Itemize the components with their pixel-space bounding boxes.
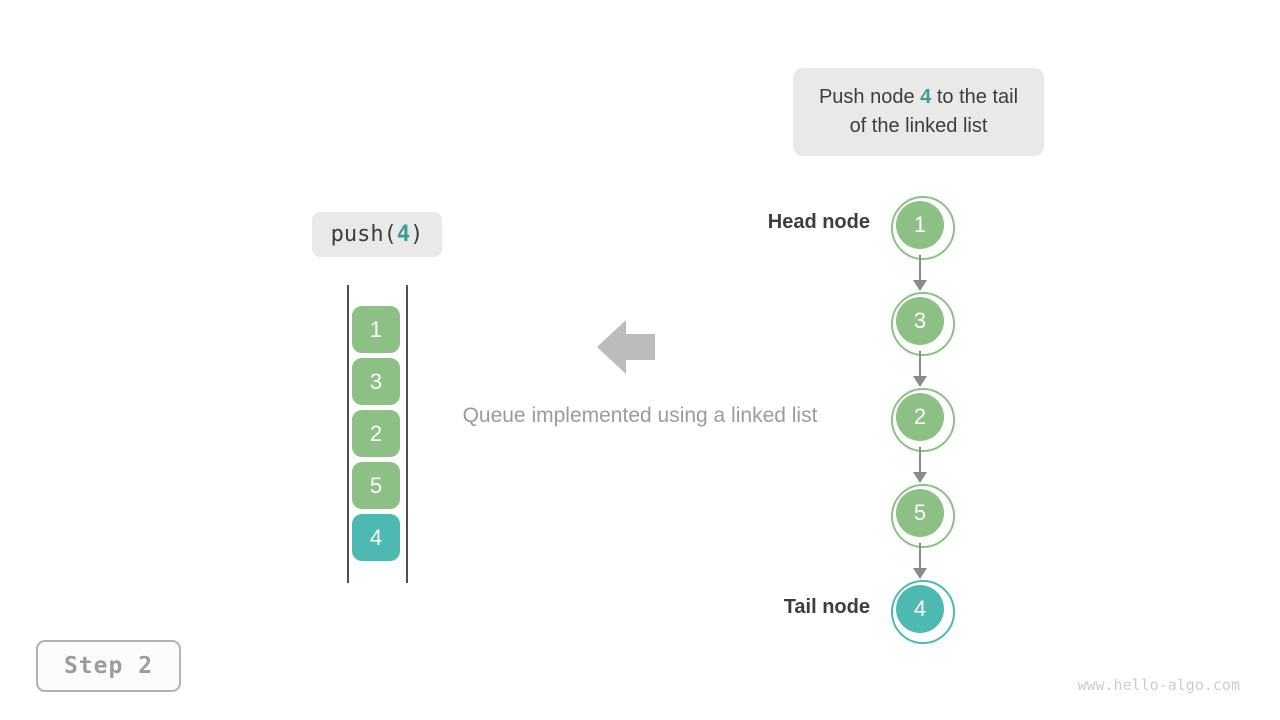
queue-cell: 5	[352, 462, 400, 509]
link-arrow-line	[919, 543, 921, 570]
list-node: 3	[891, 292, 955, 356]
diagram-caption: Queue implemented using a linked list	[462, 404, 818, 427]
list-node: 5	[891, 484, 955, 548]
link-arrow-line	[919, 447, 921, 474]
list-node-value: 2	[896, 393, 944, 441]
link-arrow-head-icon	[913, 376, 927, 387]
list-node: 1	[891, 196, 955, 260]
list-node: 2	[891, 388, 955, 452]
link-arrow-line	[919, 255, 921, 282]
link-arrow-head-icon	[913, 568, 927, 579]
operation-suffix: )	[410, 222, 424, 247]
queue-cell: 3	[352, 358, 400, 405]
queue-cell: 2	[352, 410, 400, 457]
link-arrow-head-icon	[913, 472, 927, 483]
queue-cell: 4	[352, 514, 400, 561]
queue-cells: 1 3 2 5 4	[352, 306, 400, 561]
operation-argument: 4	[396, 222, 411, 247]
tail-node-label: Tail node	[783, 596, 870, 618]
head-node-label: Head node	[767, 211, 870, 233]
link-arrow-head-icon	[913, 280, 927, 291]
left-block-arrow-icon	[597, 320, 655, 374]
push-operation-label: push(4)	[312, 212, 442, 257]
queue-wall-left	[347, 285, 349, 583]
step-badge: Step 2	[36, 640, 181, 692]
site-watermark: www.hello-algo.com	[1077, 676, 1240, 694]
tooltip-text-after: to the tail of the linked list	[849, 86, 1019, 137]
tooltip-highlight-value: 4	[920, 86, 932, 108]
push-explanation-bubble: Push node 4 to the tail of the linked li…	[793, 68, 1044, 156]
list-node-value: 3	[896, 297, 944, 345]
list-node-value: 4	[896, 585, 944, 633]
link-arrow-line	[919, 351, 921, 378]
list-node-value: 1	[896, 201, 944, 249]
tooltip-text: Push node 4 to the tail of the linked li…	[809, 83, 1028, 141]
queue-wall-right	[406, 285, 408, 583]
operation-prefix: push(	[330, 222, 397, 247]
queue-cell: 1	[352, 306, 400, 353]
list-node-value: 5	[896, 489, 944, 537]
list-node: 4	[891, 580, 955, 644]
tooltip-text-before: Push node	[818, 86, 921, 108]
